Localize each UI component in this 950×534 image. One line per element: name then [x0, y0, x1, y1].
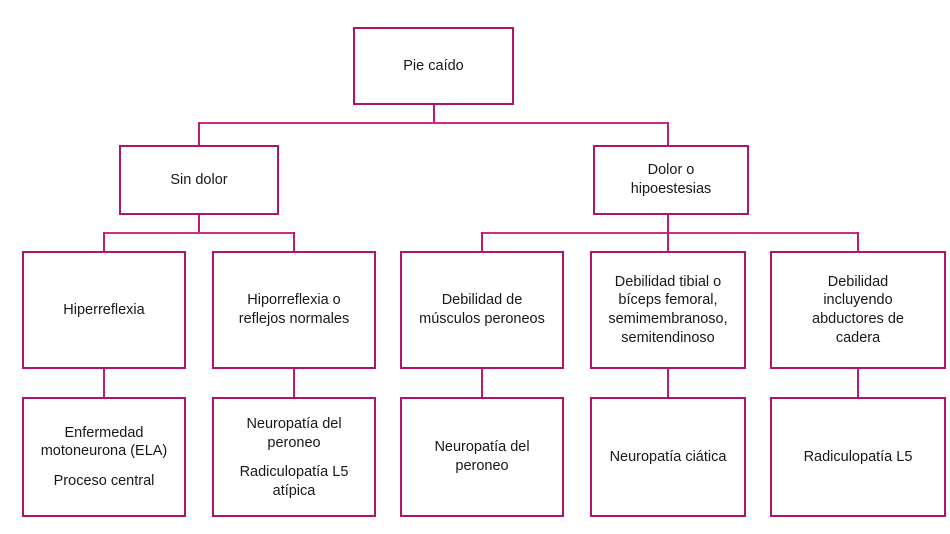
connector-sin-dolor-stem	[198, 215, 200, 233]
connector-to-sin-dolor	[198, 122, 200, 145]
node-line: Enfermedad	[64, 424, 144, 441]
node-radiculopatia-l5[interactable]: Radiculopatía L5	[770, 397, 946, 517]
node-line: peroneo	[455, 458, 509, 474]
node-debilidad-tibial-biceps[interactable]: Debilidad tibial o bíceps femoral, semim…	[590, 251, 746, 369]
connector-root-stem	[433, 105, 435, 123]
node-neuropatia-peroneo-radiculopatia-atipica[interactable]: Neuropatía del peroneo Radiculopatía L5 …	[212, 397, 376, 517]
node-line: Neuropatía del	[434, 439, 530, 456]
connector-hiperreflexia-to-ela	[103, 369, 105, 397]
node-line: hipoestesias	[630, 181, 712, 197]
connector-to-hiperreflexia	[103, 232, 105, 251]
node-sin-dolor[interactable]: Sin dolor	[119, 145, 279, 215]
node-enfermedad-motoneurona[interactable]: Enfermedad motoneurona (ELA) Proceso cen…	[22, 397, 186, 517]
node-line: músculos peroneos	[419, 311, 545, 327]
node-line: semimembranoso,	[608, 311, 728, 327]
node-line: semitendinoso	[621, 329, 715, 346]
node-line: reflejos normales	[238, 311, 350, 327]
node-hiporreflexia[interactable]: Hiporreflexia o reflejos normales	[212, 251, 376, 369]
node-neuropatia-peroneo[interactable]: Neuropatía del peroneo	[400, 397, 564, 517]
node-line: Neuropatía del	[246, 416, 342, 432]
node-paragraph: Proceso central	[54, 472, 155, 491]
connector-peroneos-to-neuropatia	[481, 369, 483, 397]
connector-tibial-to-ciatica	[667, 369, 669, 397]
connector-abductores-to-radiculopatia	[857, 369, 859, 397]
connector-right-bus	[482, 232, 858, 234]
node-line: abductores de	[812, 311, 904, 327]
node-line: cadera	[835, 329, 881, 346]
node-paragraph: Neuropatía del peroneo	[246, 415, 341, 452]
node-line: Dolor o	[647, 162, 695, 179]
node-dolor-hipoestesias[interactable]: Dolor o hipoestesias	[593, 145, 749, 215]
node-line: Proceso central	[53, 472, 155, 489]
node-line: Hiporreflexia o	[247, 292, 341, 309]
node-line: bíceps femoral,	[618, 292, 718, 309]
node-line: Radiculopatía L5	[803, 448, 913, 465]
node-line: Hiperreflexia	[63, 301, 145, 318]
node-line: Debilidad	[827, 273, 889, 290]
node-line: atípica	[272, 482, 316, 499]
connector-to-debilidad-tibial	[667, 232, 669, 251]
node-paragraph: Enfermedad motoneurona (ELA)	[41, 424, 168, 461]
connector-to-hiporreflexia	[293, 232, 295, 251]
connector-to-debilidad-peroneos	[481, 232, 483, 251]
connector-to-debilidad-abductores	[857, 232, 859, 251]
connector-left-bus	[104, 232, 294, 234]
node-line: Debilidad de	[441, 292, 523, 309]
node-line: peroneo	[267, 434, 321, 451]
node-line: Sin dolor	[170, 171, 228, 188]
node-debilidad-musculos-peroneos[interactable]: Debilidad de músculos peroneos	[400, 251, 564, 369]
node-line: Neuropatía ciática	[609, 448, 727, 465]
connector-dolor-stem	[667, 215, 669, 233]
node-line: Pie caído	[403, 57, 464, 74]
connector-level2-bus	[199, 122, 669, 124]
node-line: motoneurona (ELA)	[40, 443, 168, 460]
connector-to-dolor	[667, 122, 669, 145]
node-pie-caido[interactable]: Pie caído	[353, 27, 514, 105]
node-neuropatia-ciatica[interactable]: Neuropatía ciática	[590, 397, 746, 517]
node-line: incluyendo	[823, 292, 893, 309]
node-line: Radiculopatía L5	[239, 464, 349, 481]
node-hiperreflexia[interactable]: Hiperreflexia	[22, 251, 186, 369]
node-line: Debilidad tibial o	[614, 273, 722, 290]
node-debilidad-abductores-cadera[interactable]: Debilidad incluyendo abductores de cader…	[770, 251, 946, 369]
node-paragraph: Radiculopatía L5 atípica	[240, 463, 349, 500]
connector-hiporreflexia-to-neuropatia	[293, 369, 295, 397]
